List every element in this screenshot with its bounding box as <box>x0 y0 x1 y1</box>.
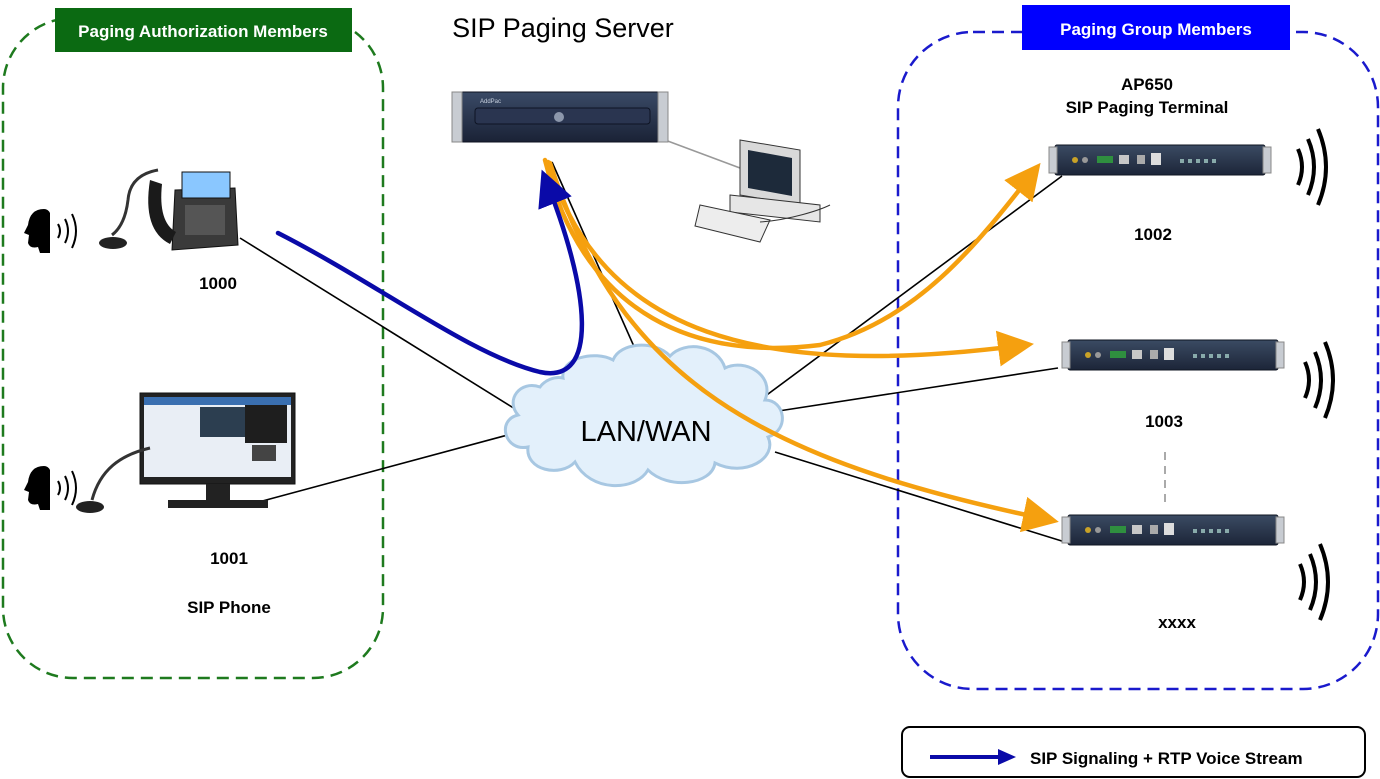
signal-stream <box>275 169 585 376</box>
paging-server: AddPac <box>451 91 669 143</box>
auth-group-header <box>55 8 352 52</box>
paging-terminal-xxxx <box>1061 514 1285 546</box>
terminal-ext-1002: 1002 <box>1134 225 1172 244</box>
paging-group-label: Paging Group Members <box>1060 20 1252 39</box>
paging-terminal-1003 <box>1061 339 1285 371</box>
network-links <box>239 139 1066 543</box>
member-ext-1000: 1000 <box>199 274 237 293</box>
svg-text:AddPac: AddPac <box>480 99 501 105</box>
member-ext-1001: 1001 <box>210 549 248 568</box>
speaker-waves-icon-1003 <box>1303 340 1335 420</box>
ip-phone-icon <box>99 168 239 251</box>
paging-group-header <box>1022 5 1290 50</box>
legend-label: SIP Signaling + RTP Voice Stream <box>1030 749 1303 768</box>
terminal-desc: SIP Paging Terminal <box>1066 98 1229 117</box>
server-title: SIP Paging Server <box>452 13 674 43</box>
auth-group-border <box>1 16 385 680</box>
auth-group-label: Paging Authorization Members <box>78 22 328 41</box>
legend: SIP Signaling + RTP Voice Stream <box>901 726 1366 778</box>
member-type-1001: SIP Phone <box>187 598 271 617</box>
terminal-ext-xxxx: xxxx <box>1158 613 1196 632</box>
pc-workstation-icon <box>694 139 831 243</box>
speaker-head-icon-1001 <box>23 465 77 511</box>
monitor-softphone-icon <box>76 392 296 513</box>
terminal-model: AP650 <box>1121 75 1173 94</box>
speaker-waves-icon-1002 <box>1296 127 1328 207</box>
paging-terminal-1002 <box>1048 144 1272 176</box>
lan-wan-cloud: LAN/WAN <box>504 343 784 488</box>
voice-streams <box>542 157 1059 533</box>
speaker-waves-icon-xxxx <box>1298 542 1330 622</box>
terminal-ext-1003: 1003 <box>1145 412 1183 431</box>
network-label: LAN/WAN <box>580 416 711 448</box>
paging-group-border <box>896 30 1380 691</box>
speaker-head-icon-1000 <box>23 208 77 254</box>
